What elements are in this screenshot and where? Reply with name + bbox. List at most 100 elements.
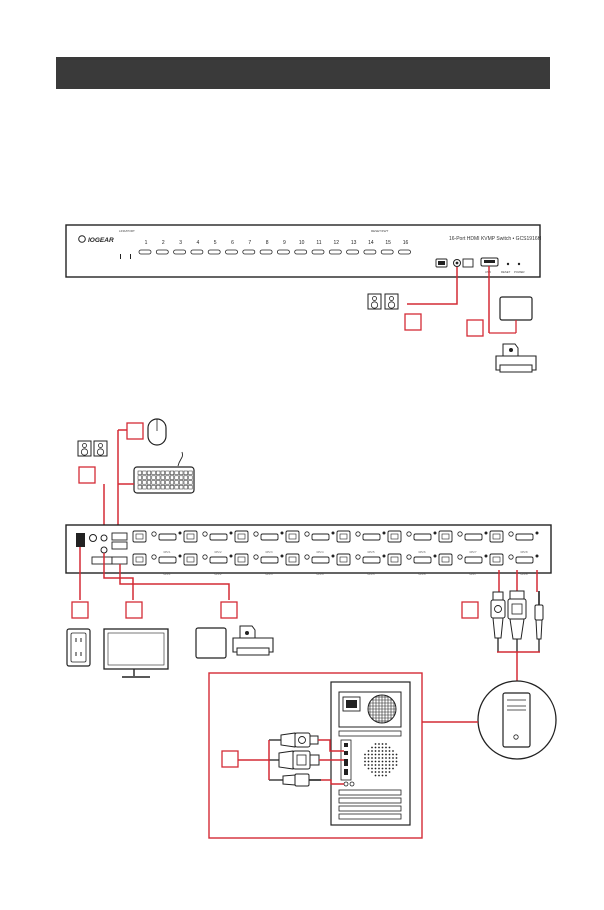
rear-audio-jack xyxy=(508,554,514,560)
port-select-button[interactable] xyxy=(173,249,187,255)
port-number-label: 1 xyxy=(145,240,148,246)
detail-usb-cable xyxy=(269,732,319,748)
port-number-label: 6 xyxy=(231,240,234,246)
callout-box-mouse-keyboard xyxy=(126,422,144,440)
svg-text:POWER: POWER xyxy=(514,270,525,274)
port-number-label: 11 xyxy=(316,240,321,246)
port-number-label: 4 xyxy=(197,240,200,246)
port-select-button[interactable] xyxy=(398,249,411,255)
usb-device-icon-rear xyxy=(195,627,227,659)
port-select-button[interactable] xyxy=(363,249,377,255)
mouse-icon xyxy=(147,418,167,446)
rear-hdmi-port xyxy=(209,533,228,541)
rear-cpu-label: CPU 1 xyxy=(163,573,171,576)
port-select-button[interactable] xyxy=(276,249,290,255)
rear-hdmi-port xyxy=(362,556,381,564)
console-speakers-icon xyxy=(77,440,108,457)
port-select-button[interactable] xyxy=(190,249,204,255)
rear-hdmi-port xyxy=(464,533,483,541)
rear-hdmi-port xyxy=(311,556,330,564)
rear-audio-jack xyxy=(508,531,514,537)
port-select-button[interactable] xyxy=(328,249,342,255)
callout-box-cpu-detail xyxy=(221,750,239,768)
rear-hdmi-port xyxy=(209,556,228,564)
port-number-label: 3 xyxy=(179,240,182,246)
rear-hdmi-port xyxy=(260,556,279,564)
monitor-icon xyxy=(103,628,169,678)
rear-audio-jack xyxy=(202,531,208,537)
rear-hdmi-port xyxy=(362,533,381,541)
port-number-label: 13 xyxy=(351,240,357,246)
front-usb-label: USB xyxy=(485,270,491,274)
port-number-label: 8 xyxy=(266,240,269,246)
iogear-logo: IOGEAR xyxy=(78,235,114,244)
rear-audio-jack xyxy=(406,554,412,560)
port-select-button[interactable] xyxy=(207,249,221,255)
rear-audio-jack xyxy=(457,531,463,537)
keyboard-icon xyxy=(133,451,195,494)
callout-box-console-audio xyxy=(78,466,96,484)
port-select-button[interactable] xyxy=(346,249,360,255)
power-outlet-icon xyxy=(66,628,91,667)
rear-audio-jack xyxy=(304,531,310,537)
rear-audio-jack xyxy=(304,554,310,560)
rear-cpu-label: CPU 6 xyxy=(418,573,426,576)
rear-cpu-label: CPU 7 xyxy=(469,573,477,576)
port-number-label: 15 xyxy=(385,240,391,246)
model-text: 16-Port HDMI KVMP Switch • GCS1916H xyxy=(449,236,542,242)
printer-icon-rear xyxy=(232,625,274,656)
callout-box-front-usb xyxy=(466,319,484,337)
power-inlet xyxy=(76,533,85,547)
front-speakers-icon xyxy=(367,293,399,310)
brand-text: IOGEAR xyxy=(88,237,114,244)
computer-tower-icon xyxy=(477,680,557,760)
port-number-label: 2 xyxy=(162,240,165,246)
rear-hdmi-port xyxy=(413,556,432,564)
rear-hdmi-port xyxy=(464,556,483,564)
rear-hdmi-port xyxy=(515,556,534,564)
rear-cpu-label: CPU 8 xyxy=(520,573,528,576)
callout-box-cpu-cables xyxy=(461,601,479,619)
rear-audio-jack xyxy=(253,531,259,537)
rear-cpu-label: CPU 1 xyxy=(163,551,171,554)
port-select-button[interactable] xyxy=(225,249,238,255)
rear-hdmi-port xyxy=(515,533,534,541)
callout-box-printer xyxy=(220,601,238,619)
callout-box-usb-devices xyxy=(125,601,143,619)
port-select-button[interactable] xyxy=(138,249,152,255)
rear-hdmi-port xyxy=(158,556,177,564)
group-label-right: RESET/FWT xyxy=(371,229,388,233)
port-number-label: 9 xyxy=(283,240,286,246)
rear-audio-jack xyxy=(457,554,463,560)
port-select-button[interactable] xyxy=(242,249,256,255)
rear-audio-jack xyxy=(355,531,361,537)
port-number-label: 16 xyxy=(403,240,409,246)
rear-cpu-label: CPU 5 xyxy=(367,573,375,576)
port-select-button[interactable] xyxy=(259,249,273,255)
port-select-button[interactable] xyxy=(294,249,308,255)
rear-hdmi-port xyxy=(311,533,330,541)
rear-cpu-label: CPU 3 xyxy=(265,573,273,576)
rear-audio-jack xyxy=(202,554,208,560)
rear-cpu-label: CPU 5 xyxy=(367,551,375,554)
port-select-button[interactable] xyxy=(380,249,394,255)
kvm-front-panel: IOGEAR LINK/PORT RESET/FWT 16-Port HDMI … xyxy=(65,224,542,278)
front-connection-lines xyxy=(407,266,490,333)
port-number-label: 12 xyxy=(334,240,340,246)
rear-cpu-label: CPU 7 xyxy=(469,551,477,554)
rear-audio-jack xyxy=(151,531,157,537)
port-number-label: 10 xyxy=(299,240,305,246)
svg-text:RESET: RESET xyxy=(501,270,511,274)
port-number-label: 7 xyxy=(248,240,251,246)
rear-hdmi-port xyxy=(413,533,432,541)
rear-audio-jack xyxy=(151,554,157,560)
rear-cpu-label: CPU 2 xyxy=(214,573,222,576)
port-number-label: 5 xyxy=(214,240,217,246)
port-select-button[interactable] xyxy=(155,249,169,255)
printer-icon-front xyxy=(495,343,537,373)
computer-rear-detail xyxy=(208,672,423,839)
rear-cpu-label: CPU 2 xyxy=(214,551,222,554)
port-select-button[interactable] xyxy=(311,249,325,255)
